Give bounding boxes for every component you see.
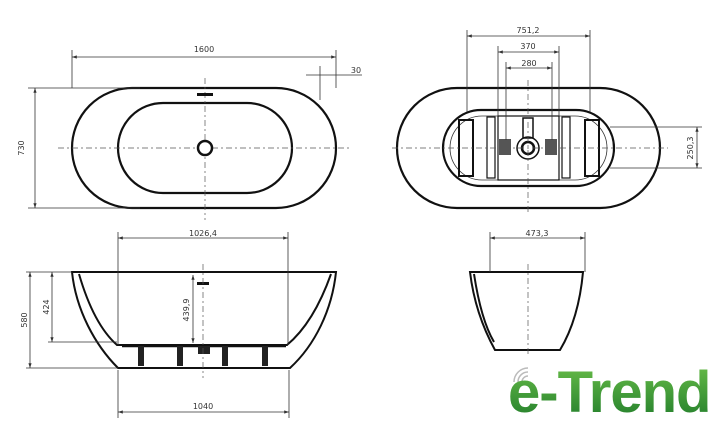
logo-text: e-Trend: [508, 360, 711, 425]
dim-rim: 30: [351, 66, 361, 75]
dim-height: 580: [20, 312, 29, 327]
dim-bottom: 1040: [193, 402, 213, 411]
overflow: [197, 93, 213, 96]
dim-outer: 751,2: [517, 26, 540, 35]
dim-drain-depth: 439,9: [182, 299, 191, 322]
bottom-view: 751,2 370 280 250,3: [392, 26, 702, 215]
dim-width: 730: [17, 140, 26, 155]
dim-mid: 370: [520, 42, 535, 51]
dim-inner: 280: [521, 59, 536, 68]
drain-icon: [196, 139, 214, 157]
e-trend-logo: e-Trend: [500, 355, 728, 448]
wifi-icon: [513, 367, 529, 383]
dim-feet: 250,3: [686, 137, 695, 160]
dim-end-width: 473,3: [526, 229, 549, 238]
side-view: 1026,4 1040 580 424 439,9: [20, 229, 338, 418]
top-view: 1600 30 730: [17, 45, 362, 220]
dim-top-inner: 1026,4: [189, 229, 217, 238]
dim-length: 1600: [194, 45, 214, 54]
dim-inner-depth: 424: [42, 299, 51, 314]
